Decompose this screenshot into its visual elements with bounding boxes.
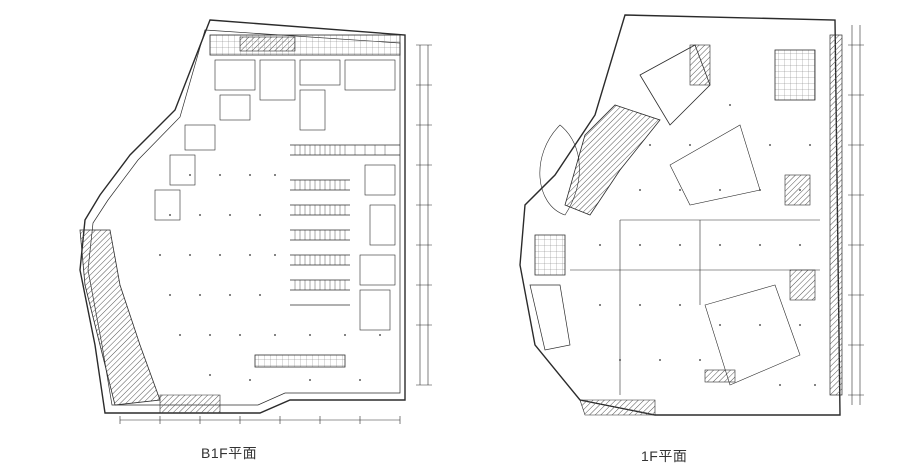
floor-plan-1f: [490, 5, 870, 425]
f1-entrance-atrium: [564, 104, 661, 216]
caption-1f-plan: 1F平面: [641, 448, 688, 464]
b1-column-grid: [159, 174, 381, 381]
b1-outer-wall: [79, 19, 406, 414]
b1-plan-drawing: [79, 19, 432, 424]
f1-column-grid: [599, 104, 816, 386]
caption-b1-plan: B1F平面: [201, 445, 258, 461]
b1-curved-ramp: [79, 229, 161, 406]
f1-plan-drawing: [519, 14, 864, 416]
floor-plan-b1: [60, 5, 445, 425]
